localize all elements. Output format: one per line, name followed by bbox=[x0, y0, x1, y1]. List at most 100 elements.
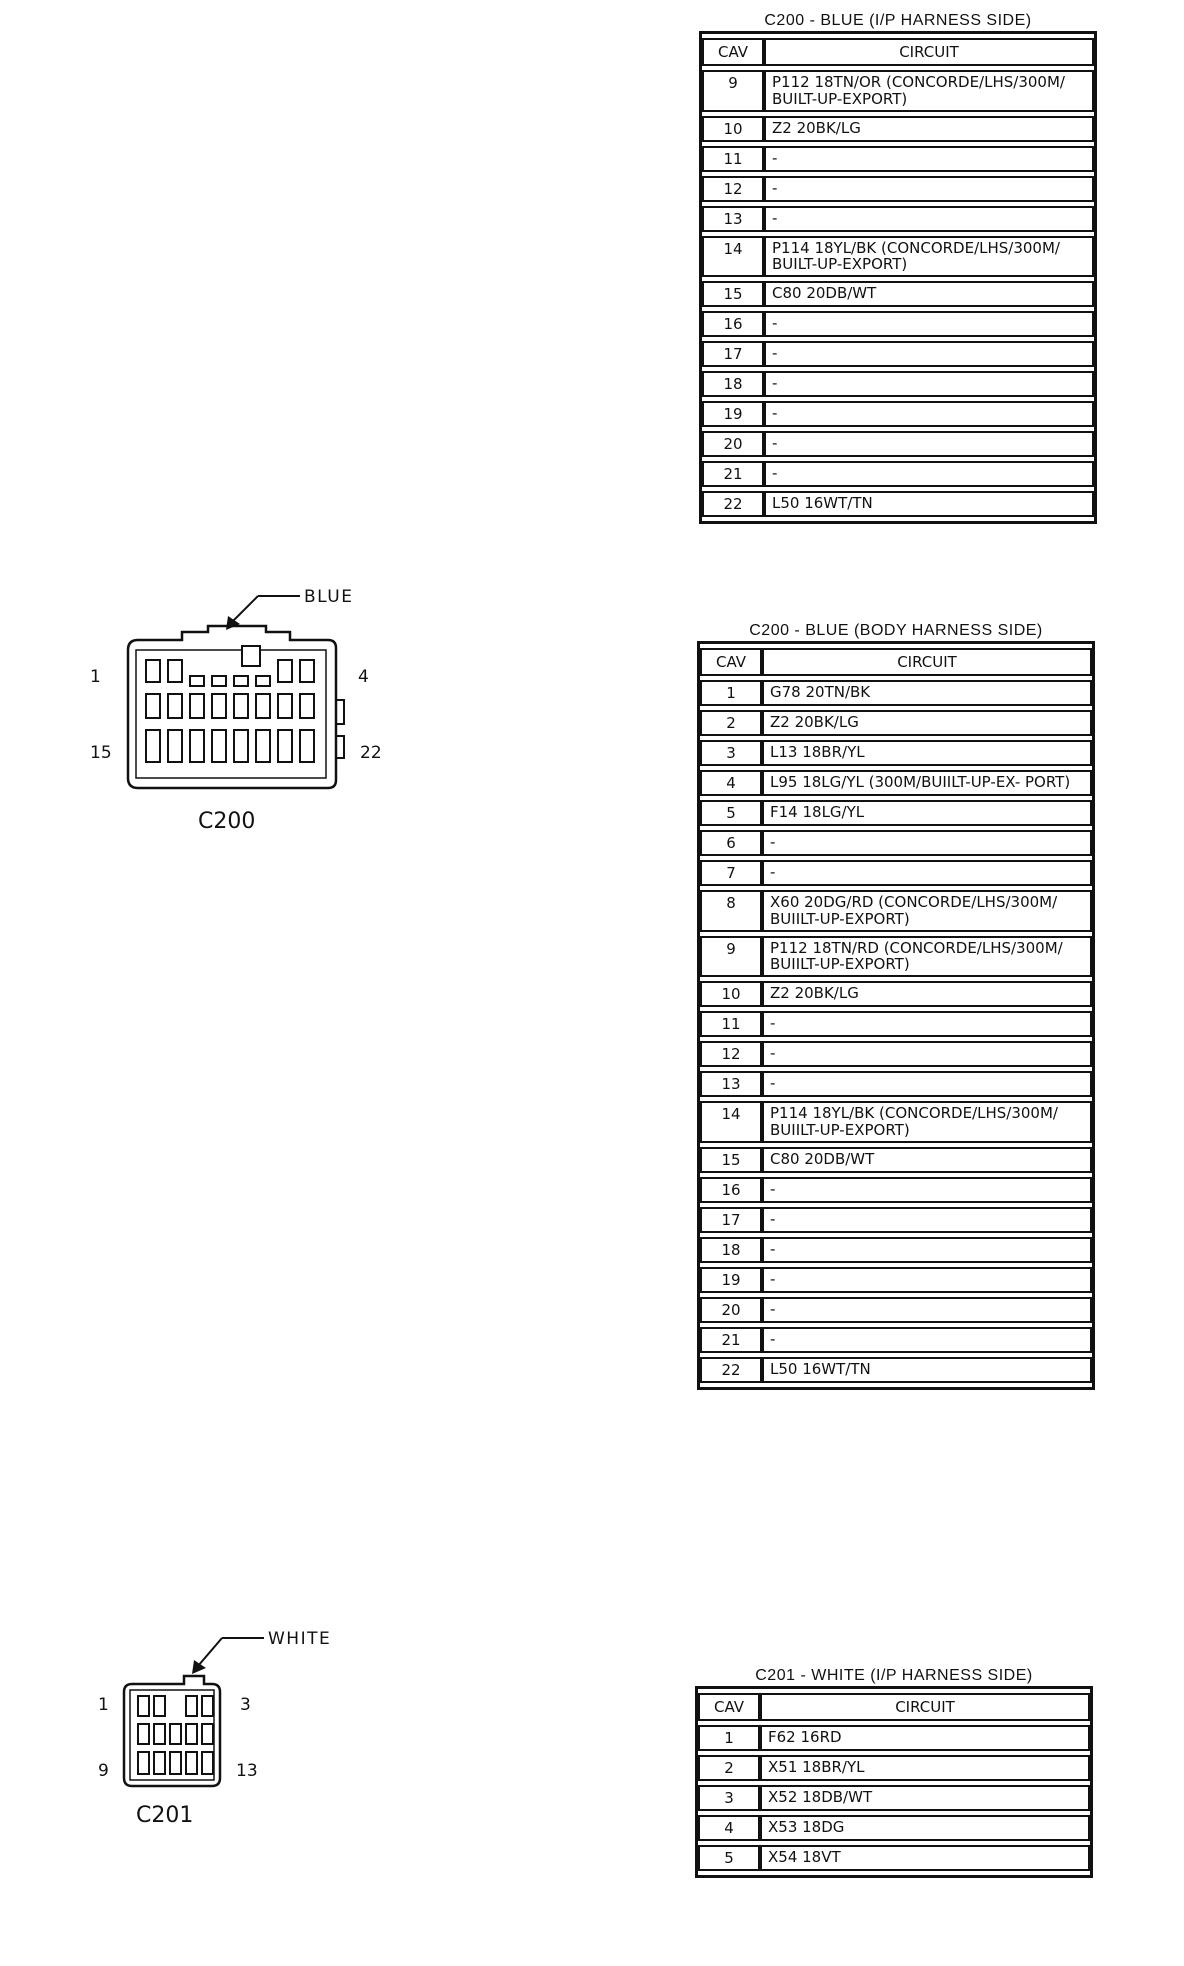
cavity-number: 1 bbox=[700, 680, 762, 706]
table-row: 20- bbox=[702, 431, 1094, 458]
cavity bbox=[299, 729, 315, 763]
circuit-description: - bbox=[764, 205, 1094, 232]
cavity-number: 1 bbox=[698, 1725, 760, 1751]
circuit-description: - bbox=[762, 1071, 1092, 1098]
table-row: 18- bbox=[702, 371, 1094, 398]
cavity-number: 11 bbox=[700, 1011, 762, 1038]
circuit-description: P114 18YL/BK (CONCORDE/LHS/300M/ BUILT-U… bbox=[764, 235, 1094, 278]
circuit-description: X54 18VT bbox=[760, 1845, 1090, 1871]
cavity bbox=[137, 1695, 150, 1717]
table-row: 11- bbox=[700, 1011, 1092, 1038]
circuit-description: - bbox=[762, 1206, 1092, 1233]
cavity-number: 12 bbox=[700, 1041, 762, 1068]
cavity-number: 13 bbox=[702, 205, 764, 232]
cavity-number: 6 bbox=[700, 830, 762, 856]
circuit-description: L50 16WT/TN bbox=[764, 491, 1094, 518]
cavity bbox=[145, 693, 161, 719]
pin-label-bottom-left: 15 bbox=[90, 743, 112, 763]
cavity bbox=[189, 729, 205, 763]
table-row: 16- bbox=[700, 1176, 1092, 1203]
header-circuit: CIRCUIT bbox=[760, 1693, 1090, 1721]
cavity-number: 15 bbox=[700, 1146, 762, 1173]
cavity-number: 2 bbox=[700, 710, 762, 736]
header-circuit: CIRCUIT bbox=[762, 648, 1092, 676]
cavity-number: 22 bbox=[700, 1356, 762, 1383]
table-row: 17- bbox=[700, 1206, 1092, 1233]
circuit-description: C80 20DB/WT bbox=[762, 1146, 1092, 1173]
connector-name: C200 bbox=[198, 809, 255, 834]
cavity bbox=[233, 675, 249, 687]
circuit-description: X60 20DG/RD (CONCORDE/LHS/300M/ BUIILT-U… bbox=[762, 890, 1092, 932]
cavity-number: 16 bbox=[700, 1176, 762, 1203]
c200-body-harness-table: C200 - BLUE (BODY HARNESS SIDE) CAV CIRC… bbox=[697, 622, 1095, 1390]
header-circuit: CIRCUIT bbox=[764, 38, 1094, 66]
cavity-number: 17 bbox=[702, 341, 764, 368]
cavity-number: 19 bbox=[700, 1266, 762, 1293]
circuit-description: L13 18BR/YL bbox=[762, 740, 1092, 766]
cavity bbox=[137, 1723, 150, 1745]
circuit-description: F62 16RD bbox=[760, 1725, 1090, 1751]
table-row: 12- bbox=[700, 1041, 1092, 1068]
cavity bbox=[277, 693, 293, 719]
circuit-description: - bbox=[764, 311, 1094, 338]
cavity-number: 21 bbox=[702, 461, 764, 488]
cavity bbox=[277, 659, 293, 683]
cavity-number: 15 bbox=[702, 281, 764, 308]
pointer-line bbox=[197, 1637, 223, 1667]
header-cav: CAV bbox=[700, 648, 762, 676]
connector-latch bbox=[335, 735, 345, 759]
circuit-description: - bbox=[762, 830, 1092, 856]
cavity bbox=[153, 1723, 166, 1745]
cavity bbox=[277, 729, 293, 763]
circuit-description: X53 18DG bbox=[760, 1815, 1090, 1841]
cavity-number: 10 bbox=[702, 115, 764, 142]
cavity bbox=[255, 675, 271, 687]
cavity bbox=[153, 1751, 166, 1775]
circuit-description: Z2 20BK/LG bbox=[762, 710, 1092, 736]
c200-connector-diagram: BLUE 1 4 15 22 C200 bbox=[90, 587, 382, 834]
cavity bbox=[169, 1751, 182, 1775]
circuit-description: - bbox=[764, 371, 1094, 398]
pointer-arrowhead bbox=[226, 616, 240, 630]
pointer-line bbox=[231, 595, 259, 623]
cavity bbox=[189, 675, 205, 687]
cavity-number: 20 bbox=[700, 1296, 762, 1323]
circuit-description: P112 18TN/RD (CONCORDE/LHS/300M/ BUIILT-… bbox=[762, 935, 1092, 978]
circuit-description: - bbox=[764, 401, 1094, 428]
cavity bbox=[255, 729, 271, 763]
table-row: 13- bbox=[700, 1071, 1092, 1098]
table-title: C200 - BLUE (BODY HARNESS SIDE) bbox=[749, 622, 1043, 639]
cavity bbox=[201, 1695, 214, 1717]
c201-ip-harness-table: C201 - WHITE (I/P HARNESS SIDE) CAV CIRC… bbox=[695, 1667, 1093, 1878]
cavity bbox=[211, 693, 227, 719]
circuit-description: X51 18BR/YL bbox=[760, 1755, 1090, 1781]
cavity-number: 19 bbox=[702, 401, 764, 428]
table-row: 21- bbox=[702, 461, 1094, 488]
circuit-description: Z2 20BK/LG bbox=[762, 981, 1092, 1008]
cavity-number: 4 bbox=[700, 770, 762, 796]
circuit-description: - bbox=[762, 1236, 1092, 1263]
connector-housing bbox=[126, 624, 338, 790]
table-row: 21- bbox=[700, 1326, 1092, 1353]
cavity bbox=[211, 675, 227, 687]
cavity-number: 5 bbox=[700, 800, 762, 826]
pin-label-top-left: 1 bbox=[90, 667, 101, 687]
pin-label-bottom-right: 22 bbox=[360, 743, 382, 763]
cavity bbox=[185, 1723, 198, 1745]
c201-connector-diagram: WHITE 1 3 9 13 C201 bbox=[98, 1629, 330, 1828]
table-row: 6- bbox=[700, 830, 1092, 856]
cavity bbox=[167, 693, 183, 719]
cavity bbox=[211, 729, 227, 763]
